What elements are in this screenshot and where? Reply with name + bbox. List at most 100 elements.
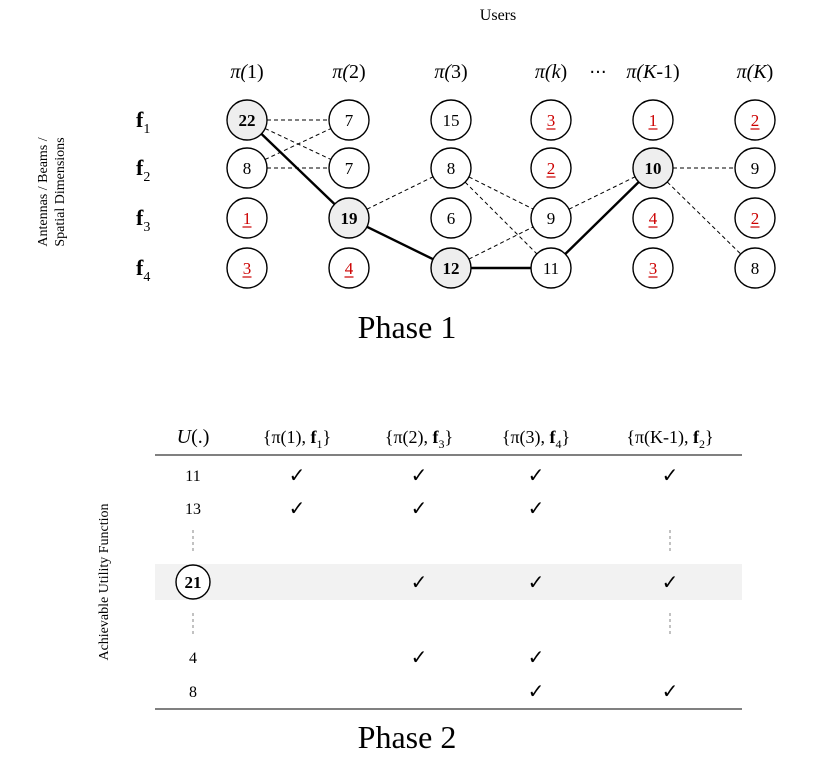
value-node: 15 bbox=[430, 99, 472, 141]
value-node: 9 bbox=[530, 197, 572, 239]
node-circle bbox=[430, 247, 472, 289]
node-value: 9 bbox=[547, 209, 556, 228]
node-circle bbox=[430, 197, 472, 239]
value-node: 8 bbox=[430, 147, 472, 189]
value-node: 6 bbox=[430, 197, 472, 239]
user-column-header: π(K-1) bbox=[626, 61, 679, 83]
node-circle bbox=[734, 197, 776, 239]
candidate-edge bbox=[366, 176, 434, 210]
node-value: 2 bbox=[547, 159, 556, 178]
table-row: 21✓✓✓ bbox=[155, 564, 742, 600]
selected-node: 19 bbox=[328, 197, 370, 239]
node-value: 12 bbox=[443, 259, 460, 278]
node-value: 1 bbox=[649, 111, 658, 130]
assignment-header: {π(1), f1} bbox=[263, 427, 331, 451]
selected-node: 12 bbox=[430, 247, 472, 289]
selected-node: 22 bbox=[226, 99, 268, 141]
check-mark: ✓ bbox=[289, 496, 306, 520]
user-column-header: π(2) bbox=[332, 61, 365, 83]
table-row: 4✓✓ bbox=[189, 645, 544, 669]
selected-path-edge bbox=[366, 225, 434, 261]
node-circle bbox=[430, 147, 472, 189]
utility-value: 21 bbox=[185, 573, 202, 592]
node-circle bbox=[530, 99, 572, 141]
node-value: 4 bbox=[649, 209, 658, 228]
node-value: 3 bbox=[243, 259, 252, 278]
side-label-antennas-line2: Spatial Dimensions bbox=[53, 137, 68, 246]
utility-header: U(.) bbox=[177, 426, 210, 448]
antenna-row-label: f1 bbox=[136, 107, 150, 137]
value-node: 8 bbox=[226, 147, 268, 189]
table-row: 11✓✓✓✓ bbox=[185, 463, 678, 487]
user-column-header: π(1) bbox=[230, 61, 263, 83]
assignment-header: {π(2), f3} bbox=[385, 427, 453, 451]
users-header: Users bbox=[480, 7, 516, 24]
check-mark: ✓ bbox=[662, 570, 679, 594]
infeasible-node: 3 bbox=[632, 247, 674, 289]
infeasible-node: 2 bbox=[530, 147, 572, 189]
node-value: 8 bbox=[243, 159, 252, 178]
check-mark: ✓ bbox=[411, 570, 428, 594]
check-mark: ✓ bbox=[528, 496, 545, 520]
node-value: 15 bbox=[443, 111, 460, 130]
check-mark: ✓ bbox=[411, 645, 428, 669]
node-circle bbox=[734, 247, 776, 289]
candidate-edge bbox=[568, 176, 636, 210]
check-mark: ✓ bbox=[411, 463, 428, 487]
antenna-row-label: f4 bbox=[136, 255, 150, 285]
node-value: 6 bbox=[447, 209, 456, 228]
node-circle bbox=[226, 147, 268, 189]
selected-path-edge bbox=[564, 181, 640, 255]
infeasible-node: 2 bbox=[734, 99, 776, 141]
value-node: 7 bbox=[328, 147, 370, 189]
node-circle bbox=[328, 247, 370, 289]
assignment-header: {π(K-1), f2} bbox=[626, 427, 713, 451]
node-value: 2 bbox=[751, 111, 760, 130]
node-circle bbox=[734, 147, 776, 189]
user-column-header: π(K) bbox=[737, 61, 774, 83]
side-label-antennas-line1: Antennas / Beams / bbox=[36, 137, 51, 246]
antenna-row-label: f3 bbox=[136, 205, 150, 235]
node-circle bbox=[632, 99, 674, 141]
node-value: 9 bbox=[751, 159, 760, 178]
node-circle bbox=[226, 197, 268, 239]
table-row: 13✓✓✓ bbox=[185, 496, 544, 520]
utility-value: 8 bbox=[189, 684, 197, 701]
best-utility-circle bbox=[175, 564, 211, 600]
value-node: 7 bbox=[328, 99, 370, 141]
node-circle bbox=[734, 99, 776, 141]
node-value: 4 bbox=[345, 259, 354, 278]
infeasible-node: 2 bbox=[734, 197, 776, 239]
node-circle bbox=[632, 247, 674, 289]
node-circle bbox=[328, 99, 370, 141]
table-row bbox=[192, 613, 671, 637]
check-mark: ✓ bbox=[528, 679, 545, 703]
node-value: 8 bbox=[751, 259, 760, 278]
phase1-caption: Phase 1 bbox=[358, 309, 457, 345]
node-value: 3 bbox=[649, 259, 658, 278]
check-mark: ✓ bbox=[662, 679, 679, 703]
node-value: 7 bbox=[345, 159, 354, 178]
node-circle bbox=[632, 147, 674, 189]
node-value: 3 bbox=[547, 111, 556, 130]
check-mark: ✓ bbox=[662, 463, 679, 487]
node-circle bbox=[328, 197, 370, 239]
candidate-edge bbox=[468, 226, 534, 260]
node-value: 22 bbox=[239, 111, 256, 130]
node-circle bbox=[632, 197, 674, 239]
utility-value: 4 bbox=[189, 650, 197, 667]
node-value: 7 bbox=[345, 111, 354, 130]
check-mark: ✓ bbox=[528, 463, 545, 487]
phase2-caption: Phase 2 bbox=[358, 719, 457, 755]
infeasible-node: 4 bbox=[328, 247, 370, 289]
antenna-row-label: f2 bbox=[136, 155, 150, 185]
node-value: 11 bbox=[543, 259, 559, 278]
node-circle bbox=[530, 147, 572, 189]
infeasible-node: 3 bbox=[226, 247, 268, 289]
node-circle bbox=[530, 247, 572, 289]
table-row bbox=[192, 530, 671, 554]
column-ellipsis: ··· bbox=[589, 62, 606, 83]
selected-node: 10 bbox=[632, 147, 674, 189]
infeasible-node: 1 bbox=[632, 99, 674, 141]
